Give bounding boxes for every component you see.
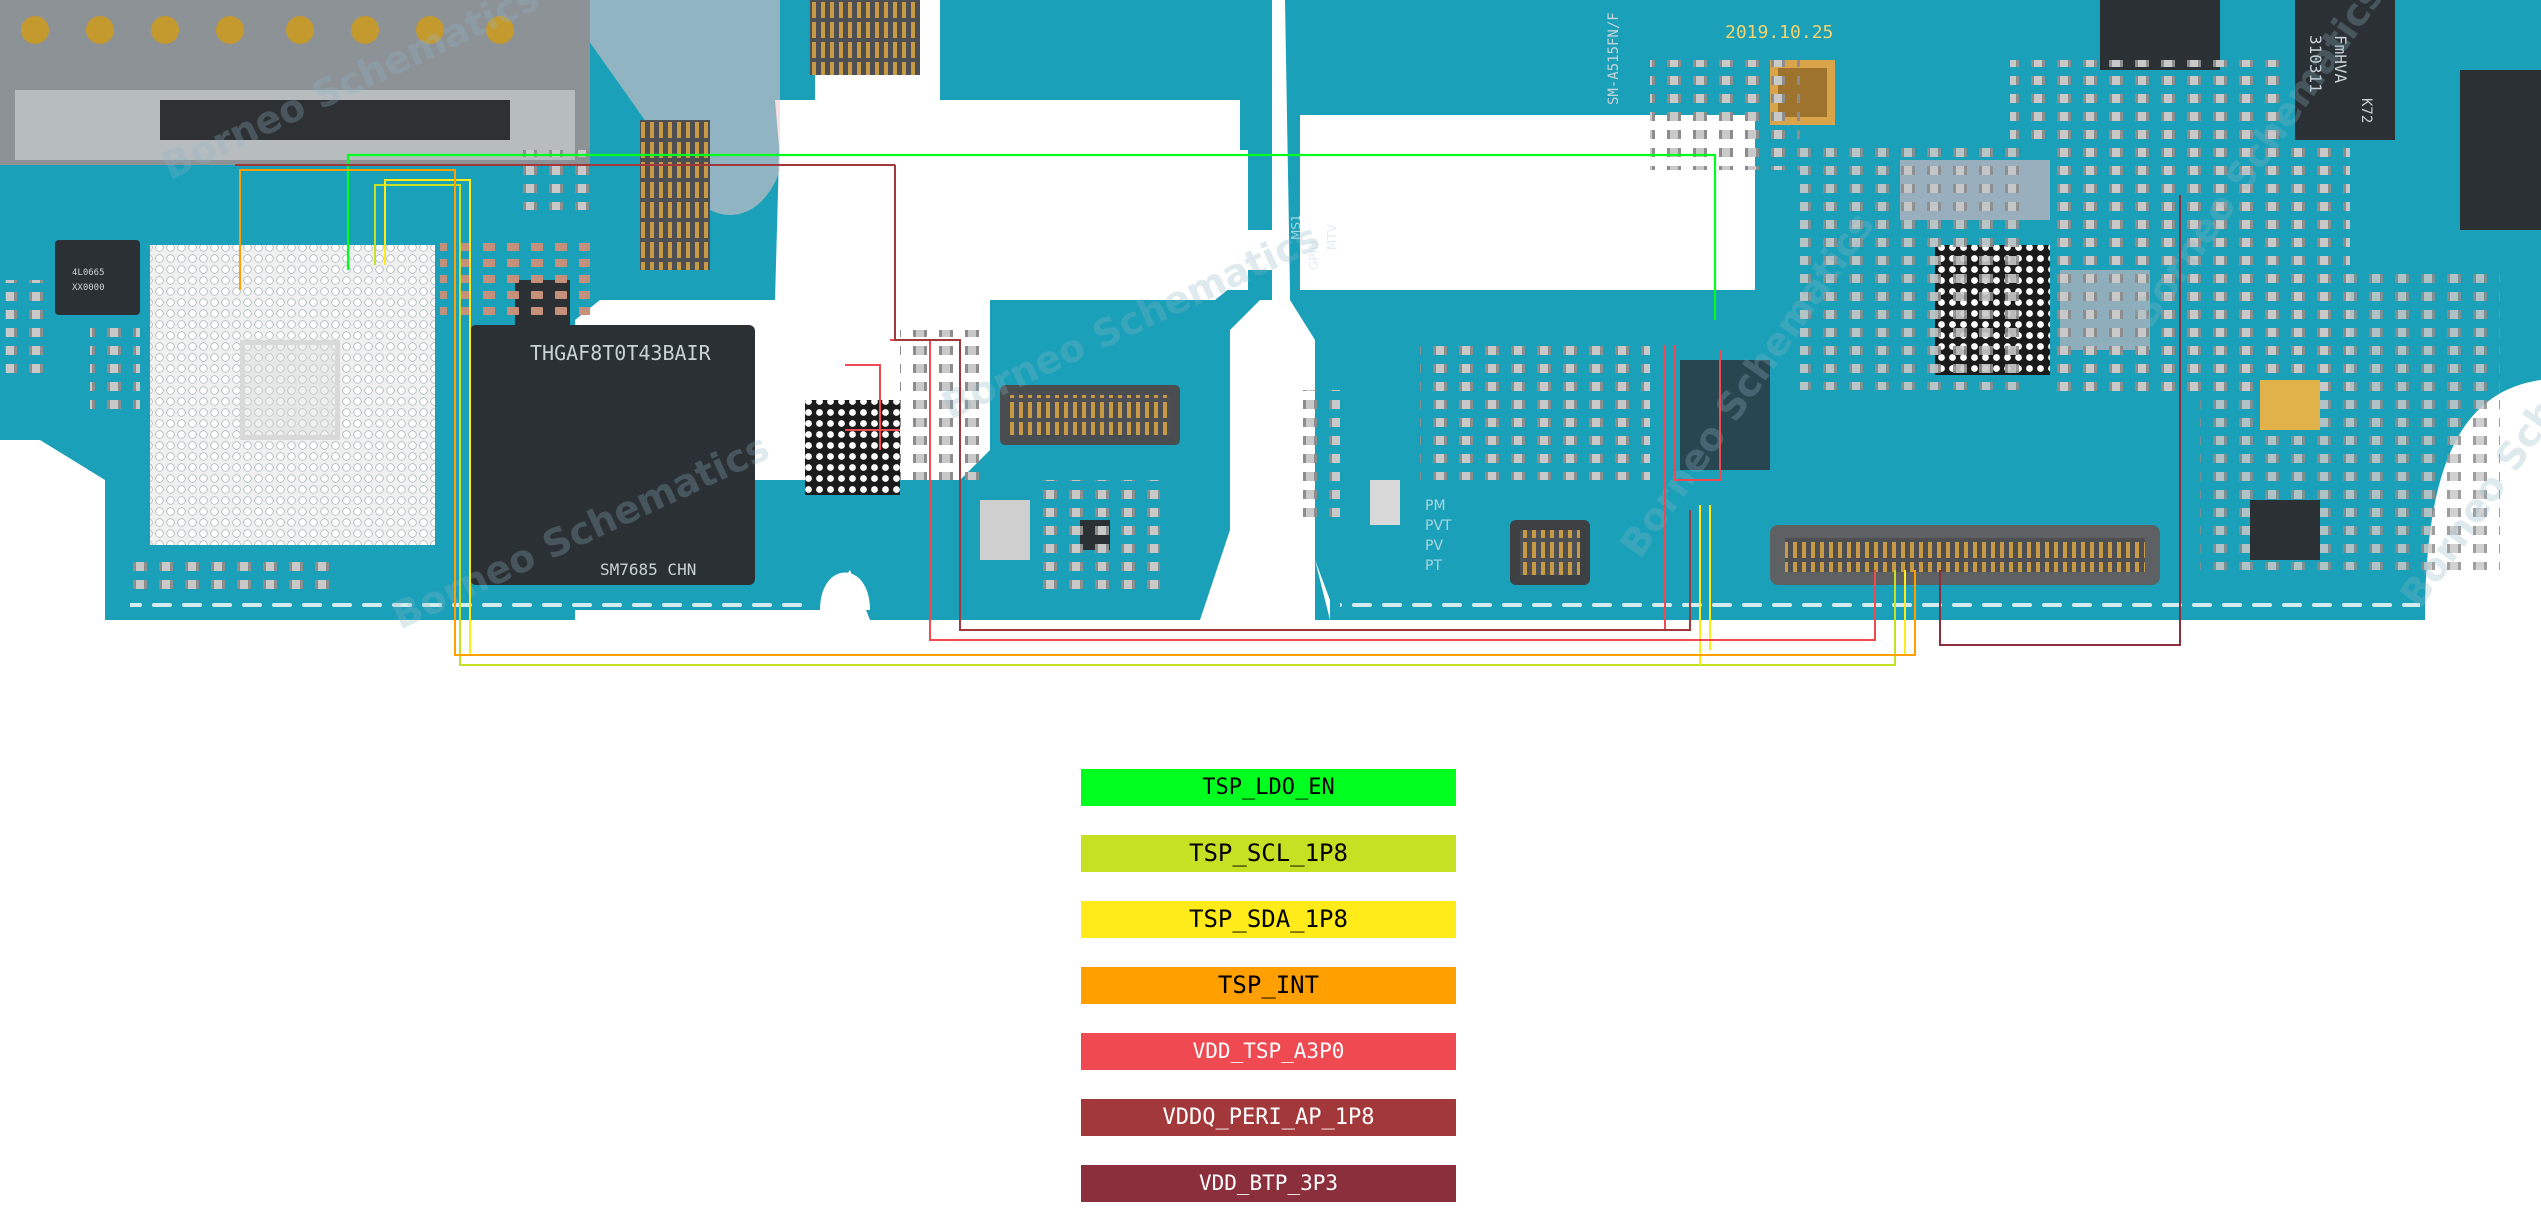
legend-label: TSP_SDA_1P8: [1189, 905, 1348, 933]
trace-tsp-ldo-en: [346, 153, 1717, 320]
trace-lines: [235, 153, 2181, 666]
svg-text:PVT: PVT: [1425, 518, 1452, 534]
legend-item-vdd-btp-3p3: VDD_BTP_3P3: [1081, 1165, 1456, 1202]
legend-label: TSP_SCL_1P8: [1189, 839, 1348, 867]
pcb-board-diagram: THGAF8T0T43BAIR SM7685 CHN 4L0665 XX0000: [0, 0, 2541, 666]
svg-text:THGAF8T0T43BAIR: THGAF8T0T43BAIR: [530, 341, 712, 365]
legend-item-tsp-ldo-en: TSP_LDO_EN: [1081, 769, 1456, 806]
legend-label: VDD_BTP_3P3: [1198, 1171, 1339, 1195]
svg-text:MTV: MTV: [1325, 223, 1339, 250]
legend-label: TSP_INT: [1217, 971, 1320, 999]
svg-text:SM7685 CHN: SM7685 CHN: [600, 560, 696, 579]
svg-text:310311: 310311: [2306, 35, 2325, 93]
svg-text:SM-A515FN/F: SM-A515FN/F: [1606, 12, 1622, 105]
legend-item-vddq-peri-ap-1p8: VDDQ_PERI_AP_1P8: [1081, 1099, 1456, 1136]
trace-tsp-int: [239, 169, 1916, 656]
svg-text:PV: PV: [1425, 538, 1443, 554]
legend-item-tsp-int: TSP_INT: [1081, 967, 1456, 1004]
trace-tsp-sda: [384, 179, 1906, 656]
trace-vdd-btp-3p3: [1939, 195, 2181, 646]
legend-item-tsp-scl-1p8: TSP_SCL_1P8: [1081, 835, 1456, 872]
svg-text:PT: PT: [1425, 558, 1442, 574]
left-cutout: [775, 100, 1240, 300]
svg-text:K72: K72: [2358, 98, 2374, 123]
svg-text:FmHVA: FmHVA: [2331, 35, 2350, 84]
svg-text:XX0000: XX0000: [72, 283, 105, 293]
signal-legend: TSP_LDO_EN TSP_SCL_1P8 TSP_SDA_1P8 TSP_I…: [1081, 769, 1456, 1231]
svg-text:GPIO: GPIO: [1307, 240, 1321, 270]
legend-label: TSP_LDO_EN: [1202, 775, 1335, 800]
legend-label: VDD_TSP_A3P0: [1192, 1039, 1345, 1063]
svg-text:4L0665: 4L0665: [72, 268, 105, 278]
svg-text:PM: PM: [1425, 498, 1446, 514]
memory-chip: [470, 325, 755, 585]
trace-tsp-scl: [374, 184, 1896, 666]
legend-item-tsp-sda-1p8: TSP_SDA_1P8: [1081, 901, 1456, 938]
svg-text:MS1: MS1: [1289, 214, 1303, 240]
right-board: 2019.10.25 SM-A515FN/F FmHVA 310311 K72: [1235, 0, 2541, 620]
trace-vddq-peri-ap-1p8: [894, 165, 1691, 631]
legend-item-vdd-tsp-a3p0: VDD_TSP_A3P0: [1081, 1033, 1456, 1070]
nfc-chip: [2295, 0, 2395, 140]
svg-text:2019.10.25: 2019.10.25: [1725, 22, 1833, 43]
legend-label: VDDQ_PERI_AP_1P8: [1162, 1105, 1375, 1130]
